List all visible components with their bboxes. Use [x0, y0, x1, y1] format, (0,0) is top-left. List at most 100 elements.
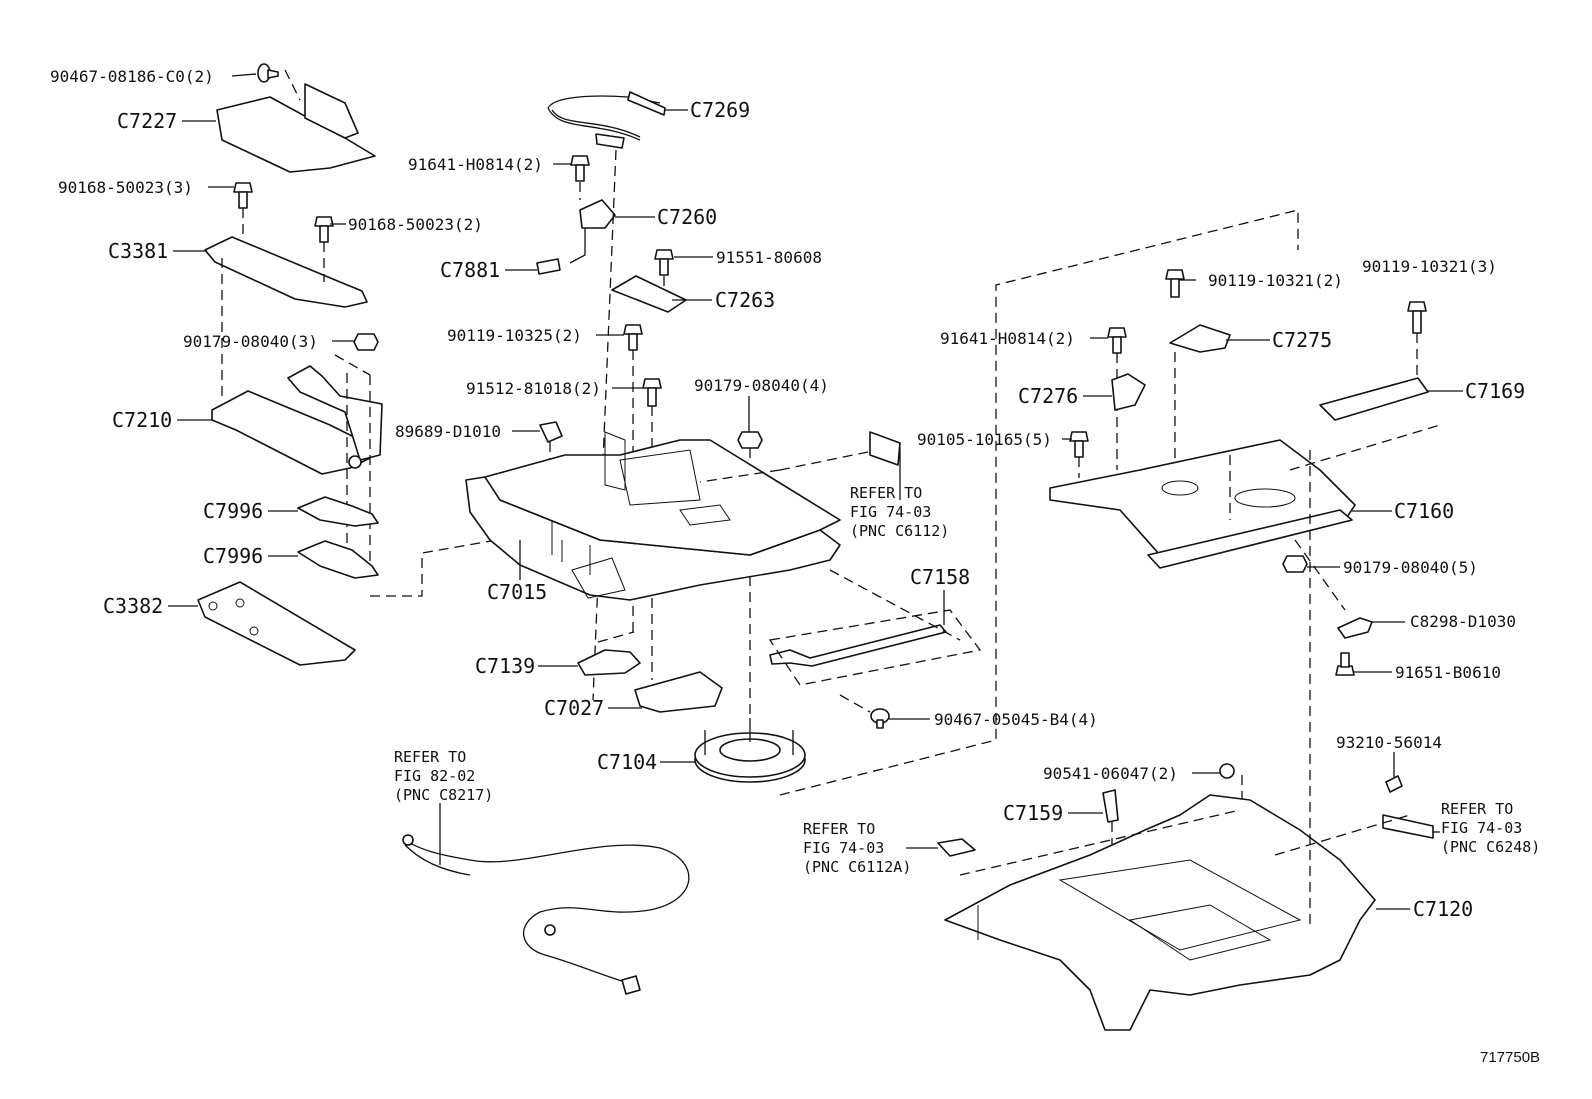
svg-text:FIG 74-03: FIG 74-03 — [803, 839, 884, 857]
bolt-icon — [623, 324, 643, 635]
svg-text:(PNC C6248): (PNC C6248) — [1441, 838, 1540, 856]
callout-c37: 91651-B0610 — [1395, 663, 1501, 682]
callout-c32: C7169 — [1465, 379, 1525, 403]
callout-c39: 90541-06047(2) — [1043, 764, 1178, 783]
nut-icon — [1282, 539, 1346, 611]
svg-text:REFER TO: REFER TO — [1441, 800, 1513, 818]
callout-c12: 91641-H0814(2) — [408, 155, 543, 174]
clip-icon — [257, 63, 279, 83]
label-sticker-icon — [869, 431, 901, 466]
svg-text:FIG 74-03: FIG 74-03 — [850, 503, 931, 521]
part-wire-harness — [402, 834, 690, 995]
svg-text:(PNC C6112): (PNC C6112) — [850, 522, 949, 540]
part-c7160 — [1049, 439, 1356, 569]
svg-text:REFER TO: REFER TO — [803, 820, 875, 838]
callout-c2: C7227 — [117, 109, 177, 133]
svg-text:REFER TO: REFER TO — [850, 484, 922, 502]
part-c7260 — [569, 149, 617, 701]
callout-c23: C7139 — [475, 654, 535, 678]
callout-c31: C7276 — [1018, 384, 1078, 408]
svg-text:(PNC C6112A): (PNC C6112A) — [803, 858, 911, 876]
label-sticker-icon — [1382, 814, 1434, 839]
svg-text:(PNC C8217): (PNC C8217) — [394, 786, 493, 804]
part-c3381 — [204, 208, 368, 400]
callout-c5: C3381 — [108, 239, 168, 263]
bolt-icon — [570, 155, 590, 182]
callout-c29: 91641-H0814(2) — [940, 329, 1075, 348]
callout-c38: 93210-56014 — [1336, 733, 1442, 752]
part-c7169 — [1319, 377, 1429, 421]
callout-c10: C3382 — [103, 594, 163, 618]
bolt-icon — [1069, 431, 1089, 478]
part-c7263 — [611, 275, 687, 313]
label-sticker-icon — [937, 838, 976, 857]
callout-c41: C7120 — [1413, 897, 1473, 921]
bolt-icon — [1335, 652, 1355, 676]
part-c7139 — [577, 631, 641, 676]
part-c3382 — [197, 581, 356, 666]
callout-c35: 90179-08040(5) — [1343, 558, 1478, 577]
callout-c26: 90467-05045-B4(4) — [934, 710, 1098, 729]
callout-c21: C7015 — [487, 580, 547, 604]
callout-c20: 89689-D1010 — [395, 422, 501, 441]
bolt-icon — [314, 216, 334, 243]
callout-c13: C7260 — [657, 205, 717, 229]
callout-c24: C7027 — [544, 696, 604, 720]
callout-c15: 91551-80608 — [716, 248, 822, 267]
bolt-icon — [1165, 269, 1185, 298]
part-c7269 — [547, 91, 666, 149]
svg-text:FIG 74-03: FIG 74-03 — [1441, 819, 1522, 837]
svg-text:REFER TO: REFER TO — [394, 748, 466, 766]
callout-c3: 90168-50023(3) — [58, 178, 193, 197]
part-c7996-a — [297, 496, 379, 527]
callout-c25: C7104 — [597, 750, 657, 774]
callout-c6: 90179-08040(3) — [183, 332, 318, 351]
refer-block-4: REFER TO FIG 74-03 (PNC C6248) — [1441, 800, 1540, 856]
callout-c34: C7160 — [1394, 499, 1454, 523]
callout-c11: C7269 — [690, 98, 750, 122]
refer-block-2: REFER TO FIG 82-02 (PNC C8217) — [394, 748, 493, 804]
bolt-icon — [1385, 775, 1403, 793]
callout-c18: 91512-81018(2) — [466, 379, 601, 398]
callout-c14: C7881 — [440, 258, 500, 282]
part-c7275 — [1169, 324, 1231, 460]
part-c7120 — [944, 794, 1376, 1031]
part-c8298 — [1337, 617, 1373, 639]
callout-c27: 90119-10321(2) — [1208, 271, 1343, 290]
callout-c9: C7996 — [203, 544, 263, 568]
part-c7104 — [694, 718, 806, 783]
bolt-icon — [233, 182, 253, 209]
callout-c40: C7159 — [1003, 801, 1063, 825]
callout-c28: 90119-10321(3) — [1362, 257, 1497, 276]
part-c7996-b — [297, 540, 379, 579]
svg-text:FIG 82-02: FIG 82-02 — [394, 767, 475, 785]
part-c7015 — [465, 431, 841, 601]
leader-lines — [168, 73, 1463, 910]
part-c7227 — [216, 69, 376, 173]
refer-block-1: REFER TO FIG 74-03 (PNC C6112) — [850, 484, 949, 540]
diagram-code: 717750B — [1480, 1049, 1540, 1066]
callout-c8: C7996 — [203, 499, 263, 523]
bolt-icon — [654, 249, 674, 290]
refer-block-3: REFER TO FIG 74-03 (PNC C6112A) — [803, 820, 911, 876]
callout-c17: 90119-10325(2) — [447, 326, 582, 345]
clip-icon — [839, 694, 890, 729]
callout-c4: 90168-50023(2) — [348, 215, 483, 234]
callout-c33: 90105-10165(5) — [917, 430, 1052, 449]
part-c7881 — [536, 258, 561, 275]
part-c7158 — [768, 569, 982, 686]
nut-icon — [353, 333, 379, 351]
callout-c36: C8298-D1030 — [1410, 612, 1516, 631]
callout-c16: C7263 — [715, 288, 775, 312]
part-c7027 — [634, 671, 723, 713]
callout-c30: C7275 — [1272, 328, 1332, 352]
part-c7276 — [1111, 373, 1146, 411]
callout-c1: 90467-08186-C0(2) — [50, 67, 214, 86]
callout-c22: C7158 — [910, 565, 970, 589]
bolt-icon — [1107, 327, 1127, 470]
part-c7210 — [211, 354, 383, 570]
callout-c19: 90179-08040(4) — [694, 376, 829, 395]
callout-c7: C7210 — [112, 408, 172, 432]
nut-icon — [737, 431, 763, 720]
